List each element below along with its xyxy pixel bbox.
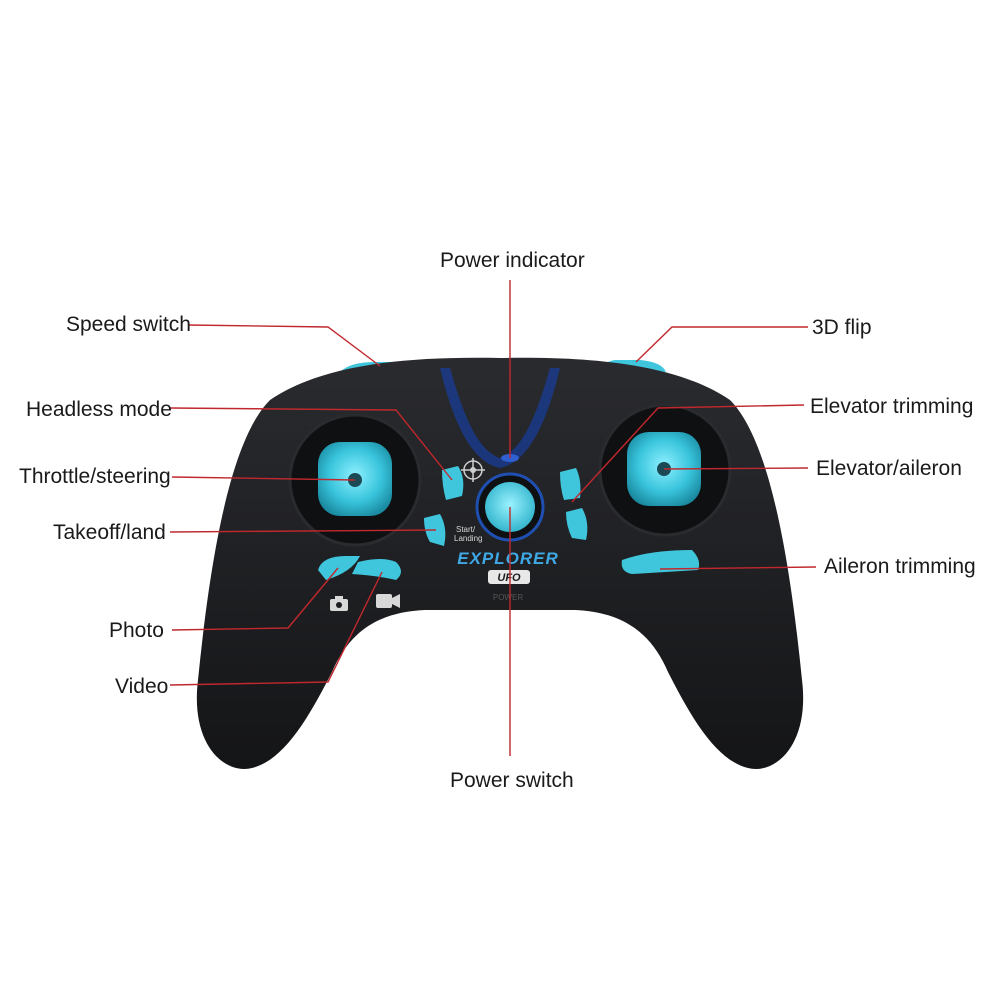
model-badge bbox=[488, 570, 530, 584]
model-logo: UFO bbox=[497, 572, 521, 584]
callout-elevator-trimming bbox=[571, 404, 805, 503]
callout-throttle-steering bbox=[171, 476, 356, 481]
label-elevator-trimming: Elevator trimming bbox=[810, 395, 974, 418]
label-elevator-aileron: Elevator/aileron bbox=[816, 457, 962, 480]
label-3d-flip: 3D flip bbox=[812, 316, 872, 339]
label-video: Video bbox=[115, 675, 169, 698]
label-power-switch: Power switch bbox=[450, 769, 574, 792]
power-text: POWER bbox=[493, 593, 523, 602]
compass-icon bbox=[461, 458, 485, 482]
label-aileron-trimming: Aileron trimming bbox=[824, 555, 976, 578]
aileron-trimming-button[interactable] bbox=[621, 550, 700, 574]
video-button[interactable] bbox=[352, 559, 401, 580]
callout-video bbox=[169, 571, 383, 686]
photo-button[interactable] bbox=[318, 556, 360, 580]
brand-logo: EXPLORER bbox=[457, 549, 559, 568]
label-photo: Photo bbox=[109, 619, 164, 642]
callout-speed-switch bbox=[187, 324, 381, 367]
label-speed-switch: Speed switch bbox=[66, 313, 191, 336]
power-indicator-channel bbox=[440, 368, 560, 468]
callout-elevator-aileron bbox=[663, 467, 809, 470]
elevator-trimming-button[interactable] bbox=[560, 468, 581, 500]
elevator-trimming-lower[interactable] bbox=[566, 508, 588, 540]
callout-photo bbox=[171, 567, 339, 631]
callout-takeoff-land bbox=[169, 529, 437, 533]
label-takeoff-land: Takeoff/land bbox=[53, 521, 166, 544]
start-label-line2: Landing bbox=[454, 534, 482, 543]
label-headless-mode: Headless mode bbox=[26, 398, 172, 421]
label-power-indicator: Power indicator bbox=[440, 249, 585, 272]
callout-aileron-trimming bbox=[659, 566, 817, 570]
camera-icon bbox=[330, 596, 348, 611]
callout-lines bbox=[169, 280, 817, 756]
callout-headless-mode bbox=[169, 407, 453, 481]
label-throttle-steering: Throttle/steering bbox=[19, 465, 171, 488]
video-camera-icon bbox=[376, 594, 400, 608]
callout-3d-flip bbox=[635, 326, 808, 363]
start-label-line1: Start/ bbox=[456, 525, 476, 534]
